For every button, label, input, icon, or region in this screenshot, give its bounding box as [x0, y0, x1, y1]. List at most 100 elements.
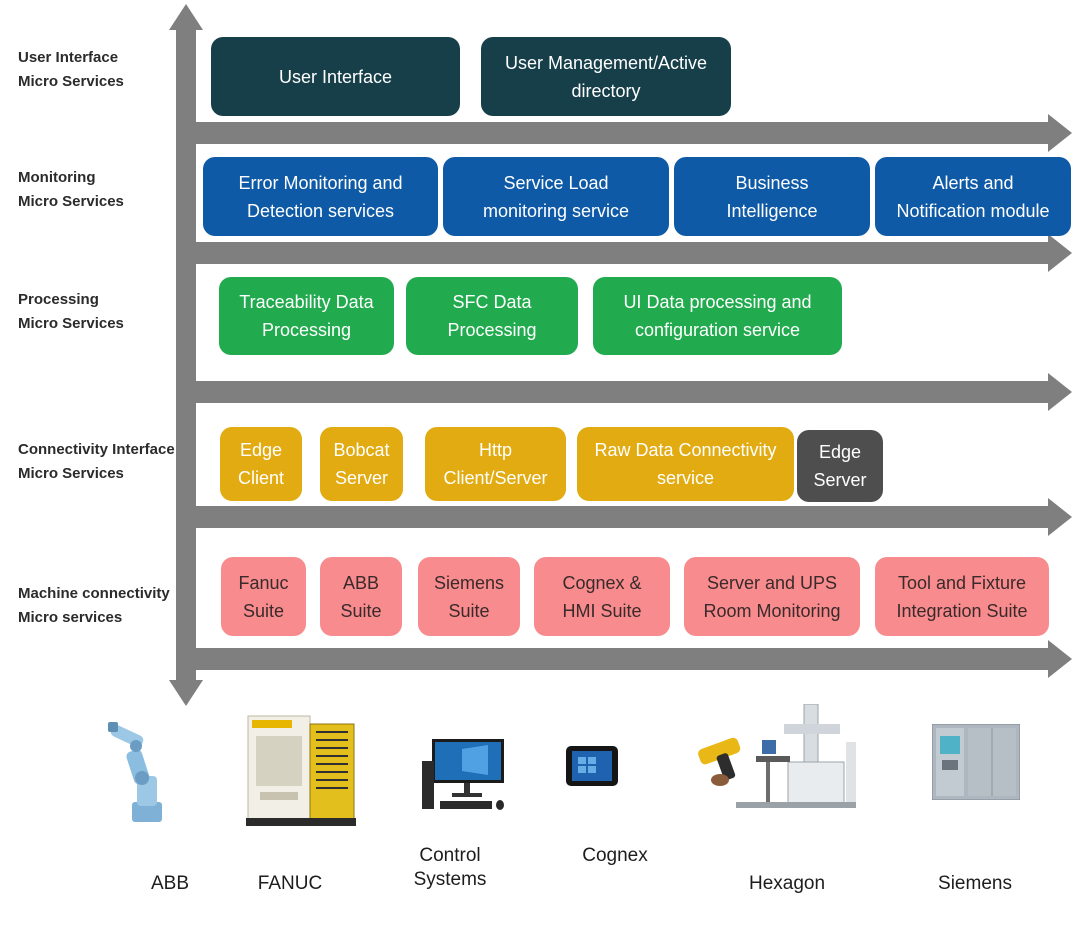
box-text-line: User Management/Active — [504, 52, 708, 73]
vendor-label-line: Siemens — [938, 873, 1012, 894]
box-text-line: Server — [334, 468, 388, 488]
tablet-icon — [566, 746, 618, 786]
layer-arrow-4 — [196, 498, 1072, 536]
plc-module-icon — [932, 724, 1020, 800]
vendor-label-siemens: Siemens — [910, 872, 1040, 896]
layer-label-monitoring: Monitoring Micro Services — [18, 166, 124, 214]
layer-label-line: Machine connectivity — [18, 585, 170, 602]
layer-label-line: Micro Services — [18, 73, 124, 90]
box-text-line: Tool and Fixture — [897, 572, 1027, 593]
vendor-label-abb: ABB — [130, 872, 210, 896]
layer-label-machine-connectivity: Machine connectivity Micro services — [18, 582, 170, 630]
layer-label-line: User Interface — [18, 49, 119, 66]
box-text-line: Intelligence — [726, 200, 818, 221]
robot-arm-icon — [108, 722, 162, 822]
service-box-user-interface: User Interface — [211, 37, 460, 116]
vertical-axis-shaft — [176, 22, 196, 690]
service-box-error-monitoring: Error Monitoring and Detection services — [203, 157, 438, 236]
vendor-label-hexagon: Hexagon — [722, 872, 852, 896]
service-box-ui-data-processing: UI Data processing and configuration ser… — [593, 277, 842, 355]
layer-label-connectivity-interface: Connectivity Interface Micro Services — [18, 438, 175, 486]
box-text-line: Cognex & — [562, 572, 642, 593]
service-box-bobcat-server: Bobcat Server — [320, 427, 403, 501]
vendor-label-line: ABB — [150, 873, 190, 894]
box-text-line: Service Load — [503, 172, 609, 193]
vertical-axis-bottom-arrowhead — [169, 680, 203, 706]
box-text-line: Room Monitoring — [703, 600, 841, 621]
service-box-alerts-notification: Alerts and Notification module — [875, 157, 1071, 236]
service-box-edge-server: Edge Server — [797, 430, 883, 502]
layer-label-line: Connectivity Interface — [18, 441, 175, 458]
box-text-line: Server — [813, 470, 867, 490]
layer-label-line: Processing — [18, 291, 99, 308]
box-text-line: Alerts and — [932, 172, 1014, 193]
box-text-line: UI Data processing and — [623, 292, 812, 312]
service-box-sfc-data: SFC Data Processing — [406, 277, 578, 355]
layer-label-line: Micro Services — [18, 465, 124, 482]
service-box-siemens-suite: Siemens Suite — [418, 557, 520, 636]
layer-label-user-interface: User Interface Micro Services — [18, 46, 124, 94]
box-text-line: Client — [237, 468, 285, 488]
layer-arrow-2 — [196, 234, 1072, 272]
service-box-http-client-server: Http Client/Server — [425, 427, 566, 501]
desktop-computer-icon — [422, 739, 504, 810]
box-text-line: Client/Server — [443, 468, 548, 488]
vendor-label-cognex: Cognex — [560, 844, 670, 868]
vendor-label-line: Control — [419, 845, 481, 866]
vendor-label-line: Cognex — [582, 845, 648, 866]
service-box-service-load: Service Load monitoring service — [443, 157, 669, 236]
box-text-line: Http — [478, 440, 512, 460]
layer-label-line: Micro Services — [18, 315, 124, 332]
service-box-business-intelligence: Business Intelligence — [674, 157, 870, 236]
box-text-line: Siemens — [433, 572, 505, 593]
vertical-axis-top-arrowhead — [169, 4, 203, 30]
box-text-line: Server and UPS — [706, 572, 838, 593]
box-text-line: ABB — [342, 572, 380, 593]
box-text-line: Processing — [447, 320, 537, 340]
service-box-raw-data-connectivity: Raw Data Connectivity service — [577, 427, 794, 501]
box-text-line: Bobcat — [333, 440, 390, 460]
box-text-line: monitoring service — [482, 200, 630, 221]
box-text-line: Edge — [818, 442, 862, 462]
layer-label-line: Micro services — [18, 609, 123, 626]
box-text-line: HMI Suite — [562, 600, 642, 621]
vendor-label-line: Systems — [413, 869, 487, 890]
box-text-line: configuration service — [634, 320, 801, 340]
service-box-tool-fixture: Tool and Fixture Integration Suite — [875, 557, 1049, 636]
layer-label-line: Monitoring — [18, 169, 96, 186]
service-box-cognex-hmi-suite: Cognex & HMI Suite — [534, 557, 670, 636]
vendor-label-control-systems: Control Systems — [390, 844, 510, 892]
box-text-line: Suite — [340, 600, 382, 621]
service-box-traceability: Traceability Data Processing — [219, 277, 394, 355]
layer-arrow-3 — [196, 373, 1072, 411]
box-text-line: Business — [735, 172, 809, 193]
service-box-fanuc-suite: Fanuc Suite — [221, 557, 306, 636]
service-box-edge-client: Edge Client — [220, 427, 302, 501]
vendor-label-line: FANUC — [257, 873, 323, 894]
vendor-label-fanuc: FANUC — [240, 872, 340, 896]
vendor-label-line: Hexagon — [748, 873, 826, 894]
cnc-machine-icon — [246, 715, 356, 826]
box-text-line: Error Monitoring and — [238, 172, 403, 193]
box-text-line: Suite — [448, 600, 490, 621]
box-text-line: Fanuc — [238, 572, 289, 593]
box-text-line: Processing — [261, 320, 352, 340]
service-box-user-management: User Management/Active directory — [481, 37, 731, 116]
box-text-line: User Interface — [278, 66, 393, 87]
box-text-line: service — [656, 468, 714, 488]
box-text-line: Suite — [242, 600, 285, 621]
service-box-server-ups-room: Server and UPS Room Monitoring — [684, 557, 860, 636]
box-text-line: Notification module — [896, 200, 1050, 221]
box-text-line: SFC Data — [452, 292, 532, 312]
box-text-line: Raw Data Connectivity — [594, 440, 777, 460]
cmm-scanner-icon — [698, 704, 856, 808]
layer-label-line: Micro Services — [18, 193, 124, 210]
box-text-line: Integration Suite — [896, 600, 1028, 621]
box-text-line: directory — [571, 80, 641, 101]
box-text-line: Traceability Data — [239, 292, 374, 312]
layer-label-processing: Processing Micro Services — [18, 288, 124, 336]
service-box-abb-suite: ABB Suite — [320, 557, 402, 636]
layer-arrow-5 — [196, 640, 1072, 678]
box-text-line: Edge — [239, 440, 283, 460]
